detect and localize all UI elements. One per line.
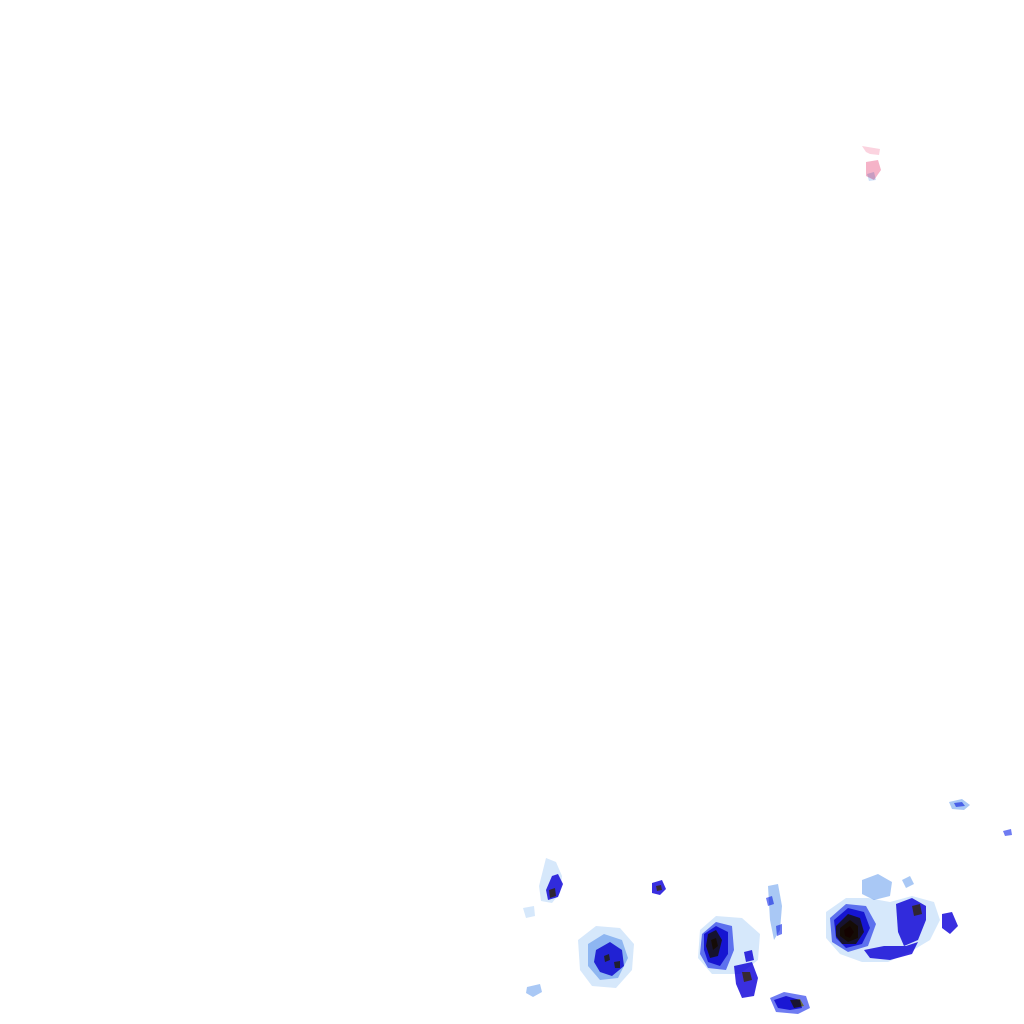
echo-streak-center [766, 884, 782, 940]
storm-complex-east [826, 874, 958, 962]
echo-cell-south-west [578, 926, 634, 988]
echo-cell-south-edge [770, 992, 810, 1014]
echo-cell-west [523, 858, 563, 997]
echo-cell-small-center [652, 880, 666, 895]
echo-cell-south-center [698, 916, 760, 998]
snow-echo-north [862, 146, 881, 181]
echo-cell-east [949, 799, 1012, 836]
